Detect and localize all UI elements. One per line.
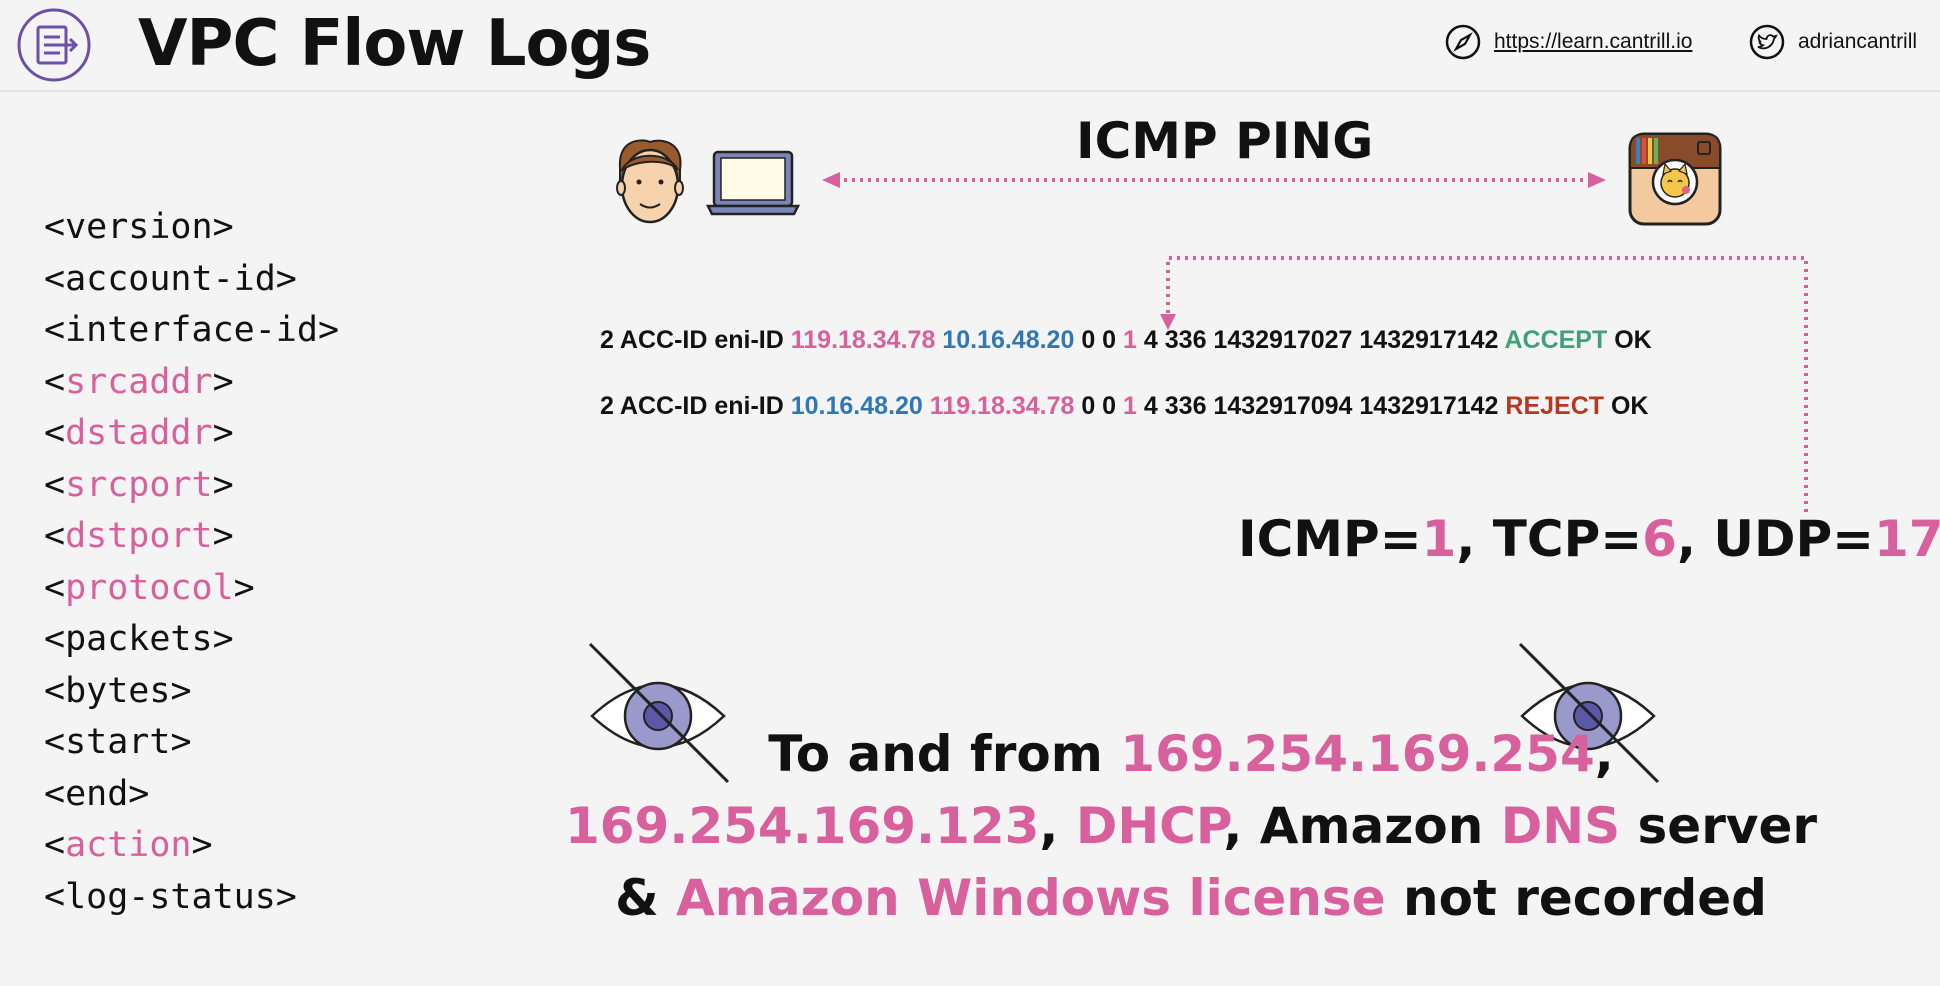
note-line-2: 169.254.169.123, DHCP, Amazon DNS server	[564, 797, 1818, 855]
field-item: <end>	[44, 773, 150, 814]
action-accept: ACCEPT	[1504, 326, 1608, 354]
field-item: <bytes>	[44, 670, 192, 711]
website-url[interactable]: https://learn.cantrill.io	[1494, 30, 1693, 53]
note-line-3: & Amazon Windows license not recorded	[615, 869, 1767, 927]
field-item: <packets>	[44, 619, 234, 659]
page-title: VPC Flow Logs	[138, 7, 651, 81]
field-item: <protocol>	[44, 567, 255, 608]
not-visible-eye-icon	[588, 642, 730, 784]
field-item: <log-status>	[44, 876, 297, 917]
field-item: <dstport>	[44, 516, 234, 556]
protocol-connector	[1160, 256, 1808, 512]
field-item: <account-id>	[44, 258, 297, 299]
ping-label: ICMP PING	[1076, 112, 1374, 170]
field-item: <action>	[44, 825, 213, 865]
not-visible-eye-icon	[1518, 642, 1660, 784]
website-link[interactable]: https://learn.cantrill.io	[1444, 22, 1692, 62]
compass-icon	[1445, 24, 1481, 60]
log-line: 2 ACC-ID eni-ID 119.18.34.78 10.16.48.20…	[600, 326, 1652, 354]
field-item: <dstaddr>	[44, 413, 234, 453]
slide-header: VPC Flow Logs https://learn.cantrill.io …	[0, 0, 1940, 92]
log-protocol-field: 1	[1123, 326, 1137, 354]
action-reject: REJECT	[1505, 392, 1605, 420]
flow-logs-icon	[17, 8, 91, 82]
ping-arrow	[822, 172, 1606, 188]
laptop-icon	[705, 150, 801, 216]
log-protocol-field: 1	[1123, 392, 1137, 420]
field-item: <srcaddr>	[44, 361, 234, 402]
protocol-numbers: ICMP=1, TCP=6, UDP=17	[1238, 510, 1940, 568]
twitter-handle: adriancantrill	[1798, 30, 1918, 53]
field-item: <start>	[44, 722, 192, 762]
not-recorded-note: To and from 169.254.169.254, 169.254.169…	[520, 718, 1862, 934]
twitter-icon	[1749, 24, 1785, 60]
field-item: <version>	[44, 207, 234, 247]
log-line: 2 ACC-ID eni-ID 10.16.48.20 119.18.34.78…	[600, 392, 1649, 420]
note-line-1: To and from 169.254.169.254,	[768, 725, 1614, 783]
user-face-icon	[616, 139, 684, 224]
flow-log-field-list: <version> <account-id> <interface-id> <s…	[44, 202, 339, 923]
field-item: <interface-id>	[44, 310, 340, 350]
twitter-link[interactable]: adriancantrill	[1748, 22, 1917, 62]
field-item: <srcport>	[44, 464, 234, 505]
instagram-cat-icon	[1628, 132, 1722, 226]
